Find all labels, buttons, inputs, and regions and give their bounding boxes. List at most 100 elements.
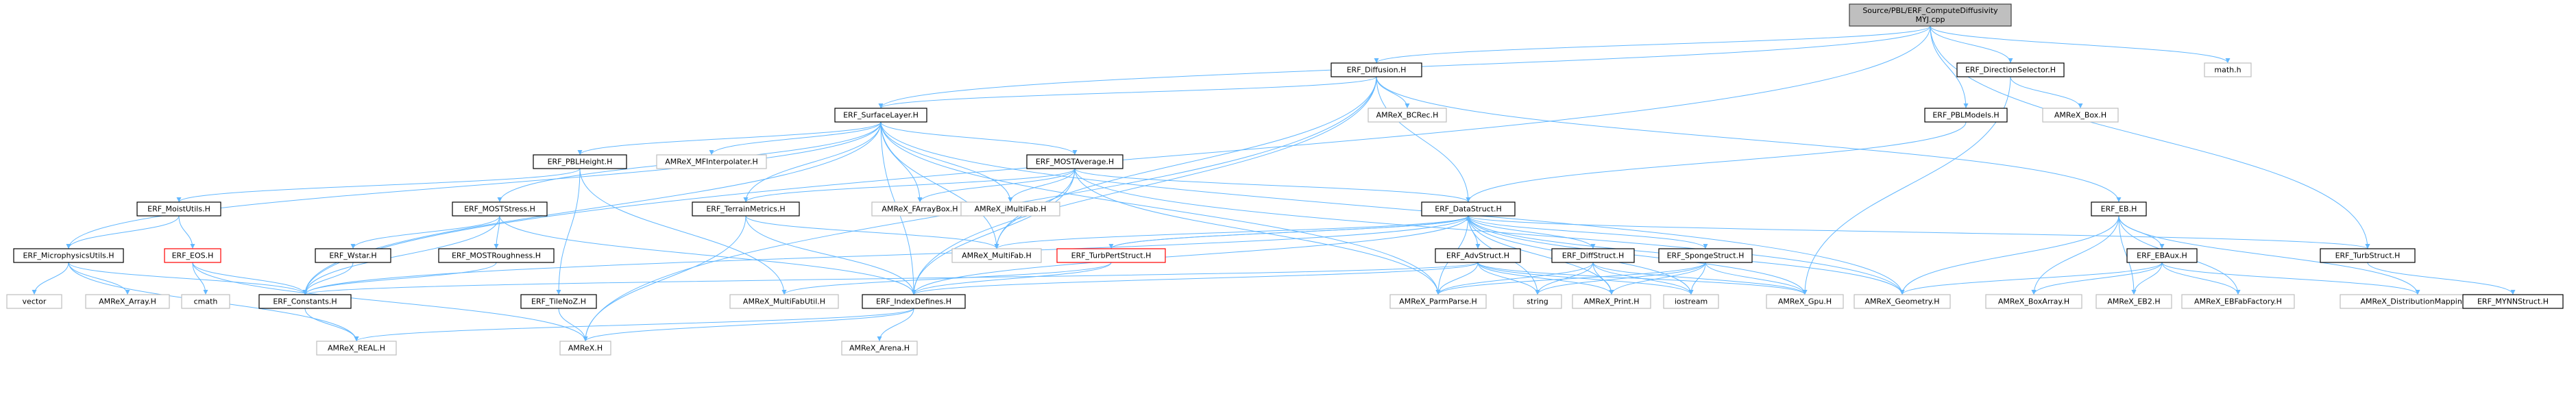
node-erf-advstruct-h[interactable]: ERF_AdvStruct.H [1435,248,1521,263]
node-label: ERF_AdvStruct.H [1446,251,1509,260]
node-erf-datastruct-h[interactable]: ERF_DataStruct.H [1421,201,1516,217]
node-erf-spongestruct-h[interactable]: ERF_SpongeStruct.H [1658,248,1753,263]
edge-mostavg-to-datastruct [1074,168,1471,203]
node-label: ERF_MOSTAverage.H [1036,158,1114,167]
node-amrex-h: AMReX.H [559,341,611,356]
node-erf-directionselector-h[interactable]: ERF_DirectionSelector.H [1956,62,2065,77]
edge-eb-to-distmap [2118,215,2420,295]
node-amrex-bcrec-h: AMReX_BCRec.H [1368,108,1447,123]
edge-pblheight-to-tileno [556,168,581,295]
node-label: AMReX_Gpu.H [1778,297,1832,306]
node-box [1924,108,2008,123]
edge-datastruct-to-sponge [1468,215,1708,249]
node-box [2126,248,2198,263]
node-amrex-ebfabfactory-h: AMReX_EBFabFactory.H [2181,294,2295,309]
node-label: ERF_MOSTRoughness.H [452,251,541,260]
node-box [6,294,62,309]
node-erf-moststress-h[interactable]: ERF_MOSTStress.H [452,201,548,217]
edge-pblheight-to-moistutils [176,168,581,203]
edge-root-to-pblmodels [1930,25,1969,109]
node-label: ERF_EBAux.H [2137,251,2187,260]
node-label: AMReX_Array.H [99,297,156,306]
dependency-edges [32,25,2516,342]
node-amrex-parmparse-h: AMReX_ParmParse.H [1389,294,1487,309]
node-label: ERF_TerrainMetrics.H [706,205,785,214]
node-amrex-boxarray-h: AMReX_BoxArray.H [1985,294,2082,309]
node-erf-pblmodels-h[interactable]: ERF_PBLModels.H [1924,108,2008,123]
edge-dirsel-to-amrexbox [2010,76,2083,109]
node-label: math.h [2214,66,2241,75]
node-amrex-print-h: AMReX_Print.H [1572,294,1651,309]
edge-mostrough-to-constants [302,262,497,295]
node-erf-moistutils-h[interactable]: ERF_MoistUtils.H [136,201,221,217]
node-erf-tilenoz-h[interactable]: ERF_TileNoZ.H [520,294,597,309]
node-label: string [1527,297,1548,306]
node-erf-microphysicsutils-h[interactable]: ERF_MicrophysicsUtils.H [13,248,124,263]
edge-micro-to-vector [32,262,69,295]
edge-diffusion-to-eb [1376,76,2122,203]
edge-turbpert-to-datastruct [1110,215,1471,249]
edge-root-to-math [1930,25,2231,64]
node-label: ERF_DiffStruct.H [1562,251,1624,260]
node-box [729,294,839,309]
node-amrex-arena-h: AMReX_Arena.H [841,341,918,356]
node-erf-eb-h[interactable]: ERF_EB.H [2091,201,2147,217]
edge-diffstruct-to-gpu [1592,262,1808,295]
node-erf-mynnstruct-h[interactable]: ERF_MYNNStruct.H [2462,294,2564,309]
node-label: ERF_MoistUtils.H [147,205,210,214]
edge-sponge-to-parmparse [1435,262,1706,295]
node-erf-constants-h[interactable]: ERF_Constants.H [258,294,352,309]
node-label: ERF_Constants.H [273,297,337,306]
node-iostream: iostream [1663,294,1719,309]
edge-indexdefs-to-amrexh [583,308,914,342]
node-erf-diffstruct-h[interactable]: ERF_DiffStruct.H [1551,248,1635,263]
edge-advstruct-to-indexdefs [911,262,1479,295]
edge-surfacelayer-to-micro [66,121,882,249]
node-erf-wstar-h[interactable]: ERF_Wstar.H [315,248,391,263]
edge-sponge-to-string [1535,262,1706,295]
edge-mostavg-to-imultifab [1008,168,1076,203]
node-erf-turbstruct-h[interactable]: ERF_TurbStruct.H [2320,248,2416,263]
edge-sponge-to-print [1609,262,1706,295]
node-box [315,248,391,263]
node-erf-mostaverage-h[interactable]: ERF_MOSTAverage.H [1026,154,1123,169]
node-erf-pblheight-h[interactable]: ERF_PBLHeight.H [533,154,627,169]
node-box [692,201,800,217]
node-erf-turbpertstruct-h[interactable]: ERF_TurbPertStruct.H [1056,248,1166,263]
node-erf-terrainmetrics-h[interactable]: ERF_TerrainMetrics.H [692,201,800,217]
node-erf-diffusion-h[interactable]: ERF_Diffusion.H [1330,62,1422,77]
edge-datastruct-to-turbstruct [1468,215,2370,249]
node-erf-eos-h[interactable]: ERF_EOS.H [164,248,221,263]
node-amrex-box-h: AMReX_Box.H [2042,108,2119,123]
node-box [1330,62,1422,77]
node-erf-ebaux-h[interactable]: ERF_EBAux.H [2126,248,2198,263]
node-erf-mostroughness-h[interactable]: ERF_MOSTRoughness.H [438,248,555,263]
node-box [1956,62,2065,77]
edge-ebaux-to-boxarray [2031,262,2163,295]
node-amrex-gpu-h: AMReX_Gpu.H [1766,294,1844,309]
edge-surfacelayer-to-geometry [880,121,1905,295]
edge-mostavg-to-farraybox [917,168,1076,203]
node-label: AMReX.H [568,344,603,353]
node-label: ERF_PBLModels.H [1932,111,1999,120]
edge-eos-to-cmath [192,262,208,295]
edge-surfacelayer-to-farraybox [880,121,923,203]
edge-surfacelayer-to-terrain [743,121,882,203]
node-erf-surfacelayer-h[interactable]: ERF_SurfaceLayer.H [834,108,927,123]
node-erf-indexdefines-h[interactable]: ERF_IndexDefines.H [862,294,966,309]
edge-sponge-to-iostream [1688,262,1706,295]
node-amrex-mfinterpolater-h: AMReX_MFInterpolater.H [656,154,767,169]
node-label: cmath [194,297,218,306]
edge-surfacelayer-to-mostavg [880,121,1078,156]
edge-moststress-to-constants [302,215,500,295]
node-box [862,294,966,309]
node-label: AMReX_Geometry.H [1864,297,1939,306]
node-label: AMReX_MFInterpolater.H [665,158,757,167]
node-box [438,248,555,263]
node-amrex-real-h: AMReX_REAL.H [316,341,397,356]
node-label: AMReX_DistributionMapping.H [2360,297,2475,306]
node-box [1658,248,1753,263]
node-label: AMReX_MultiFabUtil.H [743,297,825,306]
node-label: ERF_TileNoZ.H [531,297,586,306]
